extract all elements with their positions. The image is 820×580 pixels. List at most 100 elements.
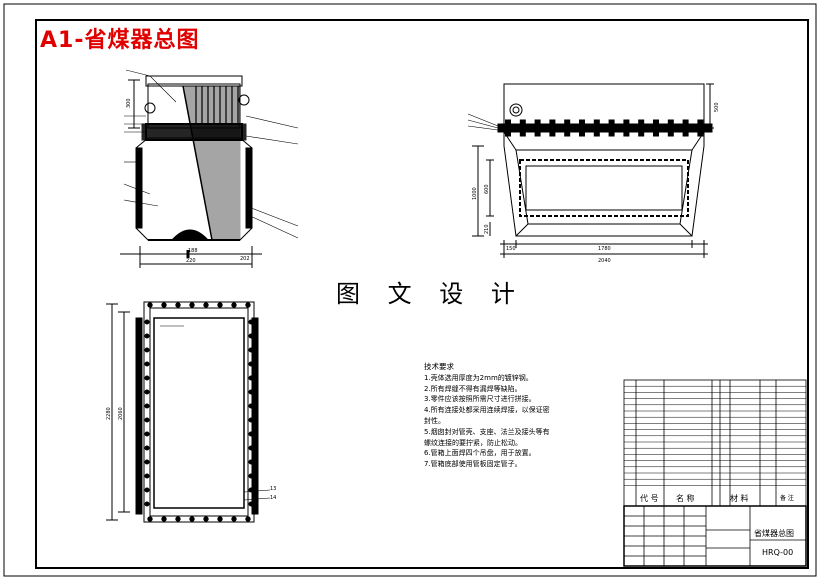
bolt-hole (248, 417, 254, 423)
flange-nozzle (623, 119, 630, 137)
bolt-hole (175, 302, 181, 308)
flange-nozzle (697, 119, 704, 137)
dim-front-202: 202 (240, 256, 250, 262)
parts-header-material: 材 料 (730, 494, 749, 503)
bolt-hole (248, 445, 254, 451)
parts-list (623, 379, 807, 507)
flange-nozzle (593, 119, 600, 137)
note-line: 封性。 (424, 416, 445, 425)
flange-nozzle (505, 119, 511, 137)
flange-nozzle (682, 119, 689, 137)
dim-side-500: 500 (714, 102, 720, 112)
flange-nozzle (579, 119, 585, 137)
bolt-hole (217, 302, 223, 308)
title-block-drawing-name: 省煤器总图 (754, 529, 794, 538)
dim-front-188: 188 (188, 248, 198, 254)
bolt-hole (248, 333, 254, 339)
top-view (106, 301, 259, 523)
flange-nozzle (638, 119, 645, 137)
callout-13: 13 (270, 486, 276, 492)
parts-header-remark: 备 注 (780, 495, 794, 502)
bolt-hole (203, 516, 209, 522)
bolt-hole (161, 302, 167, 308)
callout-14: 14 (270, 495, 276, 501)
inner-frame (35, 19, 809, 569)
bolt-hole (248, 389, 254, 395)
bolt-hole (144, 375, 150, 381)
dim-side-600: 600 (484, 184, 490, 194)
bolt-hole (248, 473, 254, 479)
bolt-hole (248, 375, 254, 381)
bolt-hole (144, 389, 150, 395)
parts-header-code: 代 号 (640, 494, 659, 503)
note-line: 3.零件应该按照所需尺寸进行拼接。 (424, 395, 536, 404)
bolt-hole (147, 516, 153, 522)
bolt-hole (203, 302, 209, 308)
bolt-hole (248, 319, 254, 325)
bolt-hole (144, 333, 150, 339)
watermark-text: 图 文 设 计 (336, 280, 525, 308)
bolt-hole (217, 516, 223, 522)
dim-side-150: 150 (506, 246, 516, 252)
flange-nozzle (549, 119, 556, 137)
dim-top-2280: 2280 (106, 407, 112, 420)
note-line: 6.管箱上面焊四个吊盘，用于放置。 (424, 449, 536, 458)
dim-front-300: 300 (126, 98, 132, 108)
bolt-hole (144, 403, 150, 409)
front-view-leaders (123, 69, 299, 239)
bolt-hole (144, 347, 150, 353)
bolt-hole (144, 459, 150, 465)
bolt-hole (248, 361, 254, 367)
dim-side-2040: 2040 (598, 258, 611, 264)
bolt-hole (144, 501, 150, 507)
flange-nozzle (564, 119, 571, 137)
flange-nozzle (534, 119, 541, 137)
bolt-hole (144, 445, 150, 451)
dim-top-2060: 2060 (118, 407, 124, 420)
bolt-hole (231, 516, 237, 522)
bolt-hole (144, 319, 150, 325)
flange-nozzle (653, 119, 659, 137)
note-line: 1.壳体选用厚度为2mm的镀锌钢。 (424, 373, 533, 382)
flange-nozzle (608, 119, 615, 137)
bolt-hole (248, 431, 254, 437)
bolt-hole (248, 487, 254, 493)
note-line: 7.管箱底部使用管板固定管子。 (424, 460, 522, 469)
front-view (120, 75, 262, 268)
dim-side-1000: 1000 (472, 187, 478, 200)
bolt-hole (231, 302, 237, 308)
outer-border (3, 3, 817, 577)
bolt-hole (245, 302, 251, 308)
top-view-leaders (160, 325, 271, 501)
bolt-hole (144, 487, 150, 493)
side-view-leaders (467, 113, 499, 131)
side-view (472, 83, 714, 258)
title-block (623, 505, 807, 567)
note-line: 螺纹连接的要拧紧，防止松动。 (424, 438, 522, 447)
dim-side-1780: 1780 (598, 246, 611, 252)
bolt-hole (144, 361, 150, 367)
bolt-hole (189, 302, 195, 308)
dim-front-220: 220 (186, 258, 196, 264)
bolt-hole (147, 302, 153, 308)
bolt-hole (248, 501, 254, 507)
title-block-drawing-number: HRQ-00 (762, 548, 794, 557)
notes-heading: 技术要求 (424, 362, 454, 371)
bolt-hole (248, 347, 254, 353)
note-line: 5.烟囱封对管壳、支座、法兰及接头等有 (424, 427, 550, 436)
bolt-hole (248, 403, 254, 409)
bolt-hole (144, 417, 150, 423)
parts-header-name: 名 称 (676, 494, 695, 503)
bolt-hole (161, 516, 167, 522)
bolt-hole (189, 516, 195, 522)
bolt-hole (245, 516, 251, 522)
bolt-hole (248, 459, 254, 465)
note-line: 2.所有焊缝不得有漏焊等缺陷。 (424, 384, 522, 393)
bolt-hole (175, 516, 181, 522)
bolt-hole (144, 431, 150, 437)
note-line: 4.所有连接处都采用连续焊接，以保证密 (424, 406, 550, 415)
flange-nozzle (667, 119, 674, 137)
bolt-hole (144, 473, 150, 479)
technical-requirements: 技术要求 1.壳体选用厚度为2mm的镀锌钢。 2.所有焊缝不得有漏焊等缺陷。 3… (424, 362, 594, 470)
